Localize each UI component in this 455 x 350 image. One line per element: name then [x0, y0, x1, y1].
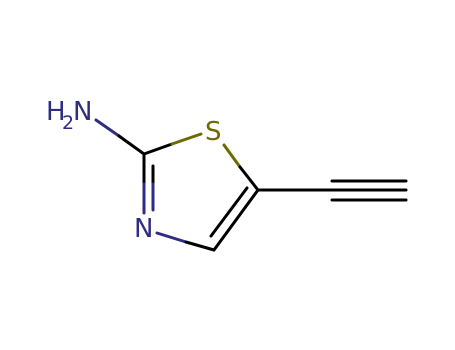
atom-amine-subscript: 2 — [62, 112, 74, 134]
bond-c4-c5 — [209, 186, 260, 252]
bond-ring-nitrogen-c4 — [155, 231, 216, 252]
atom-amine-h: H — [46, 97, 66, 127]
bond-alkyne-triple — [330, 179, 408, 202]
bond-amine-c2 — [94, 118, 146, 156]
bond-sulfur-c5 — [222, 143, 260, 192]
bond-c2-sulfur — [142, 132, 203, 156]
bond-c2-ring-nitrogen — [142, 152, 155, 215]
atom-amine-n: N — [73, 97, 92, 127]
atom-ring-nitrogen: N — [134, 214, 153, 244]
atom-sulfur: S — [205, 117, 222, 147]
atom-amine: H 2 N — [46, 97, 92, 134]
